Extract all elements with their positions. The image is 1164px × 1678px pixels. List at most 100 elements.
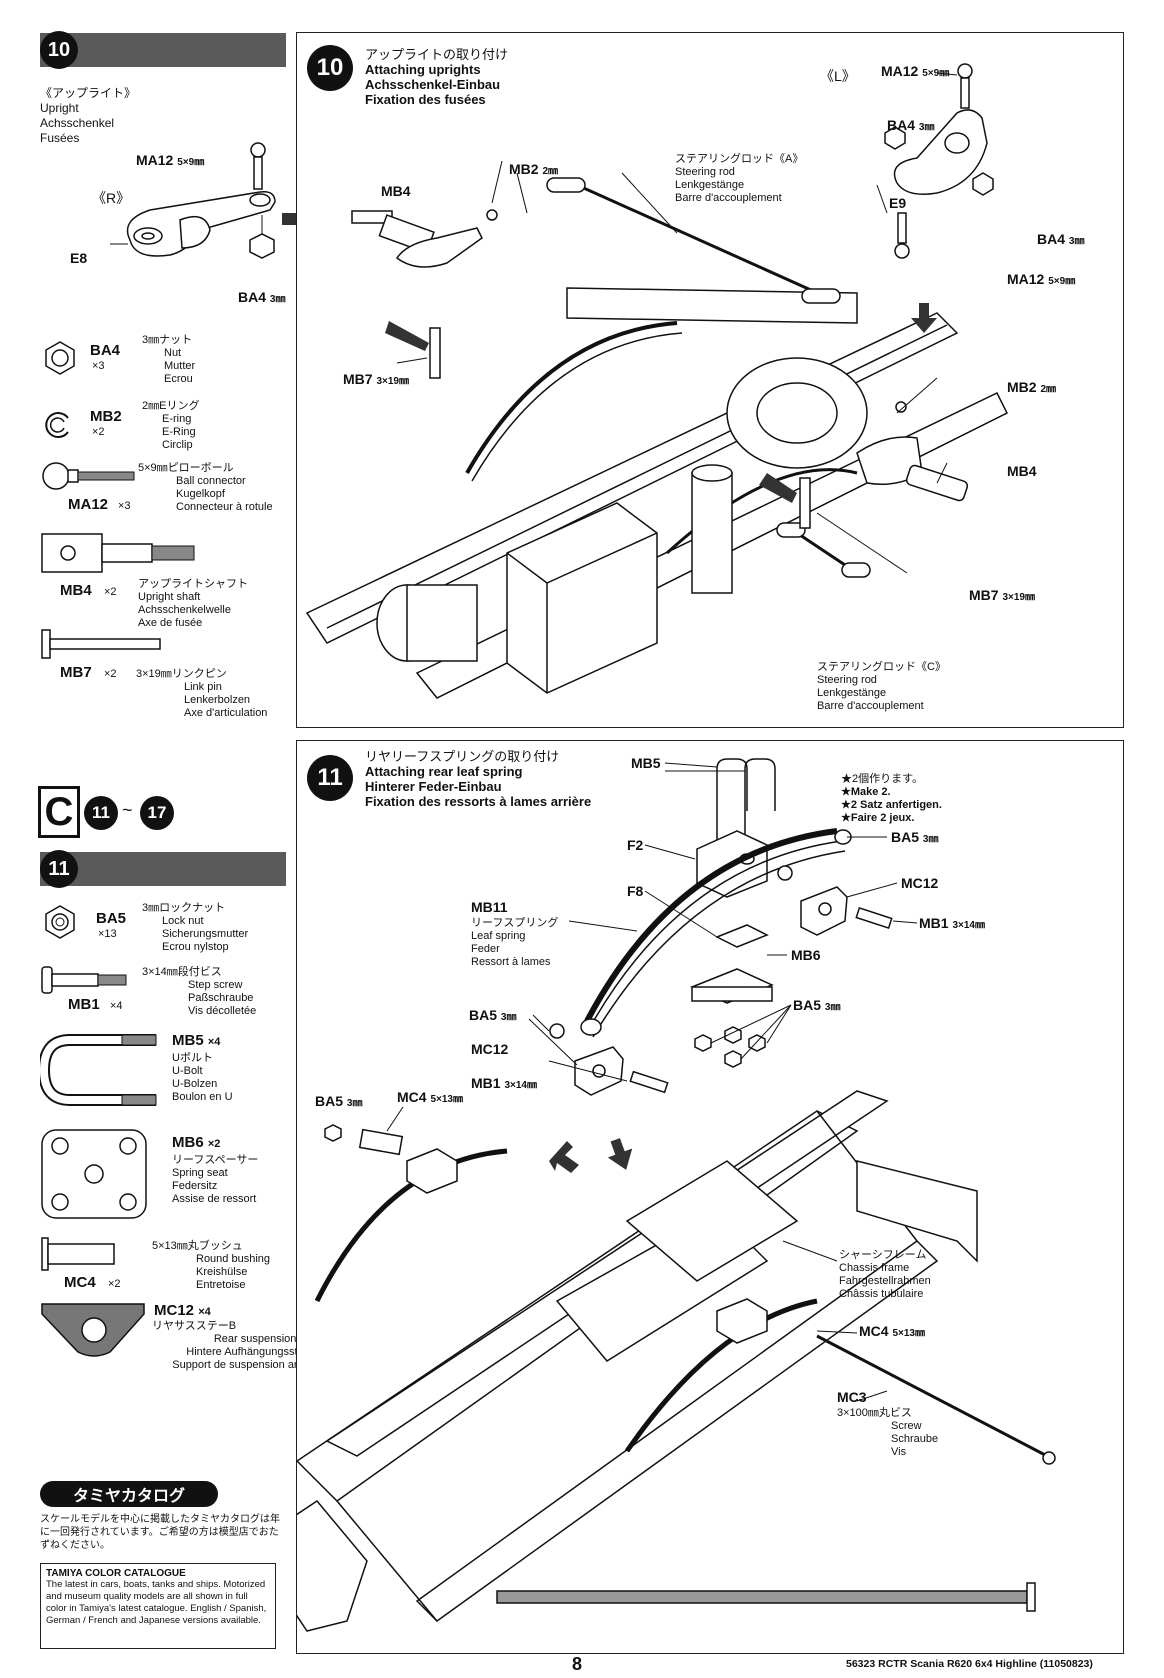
rod-c-en: Steering rod	[817, 674, 877, 686]
part-jp: アップライトシャフト	[138, 578, 248, 590]
part-code-qty: MB6 ×2	[172, 1134, 221, 1151]
part-qty: ×3	[92, 360, 105, 372]
part-qty: ×2	[104, 586, 117, 598]
part-de: Hintere Aufhängungsstrebe B	[186, 1346, 330, 1358]
part-mc4: 5×13㎜丸ブッシュ Round bushing Kreishülse Entr…	[40, 1236, 290, 1296]
label-ba5-c: BA5 3㎜	[793, 997, 841, 1013]
chassis-de: Fahrgestellrahmen	[839, 1275, 931, 1287]
bag-to-badge: 17	[140, 796, 174, 830]
label-mb5: MB5	[631, 755, 661, 771]
part-en: Nut	[164, 347, 182, 359]
mc3-de: Schraube	[891, 1433, 939, 1445]
label-l: 《L》	[820, 68, 856, 84]
part-jp: Uボルト	[172, 1052, 213, 1064]
catalog-box: TAMIYA COLOR CATALOGUE The latest in car…	[40, 1563, 276, 1649]
part-en: Ball connector	[176, 475, 246, 487]
leaf-spring-caption: リーフスプリング Leaf spring Feder Ressort à lam…	[471, 917, 558, 969]
mc3-jp: 3×100㎜丸ビス	[837, 1407, 912, 1419]
upright-r-drawing	[110, 142, 276, 259]
rod-c-jp: ステアリングロッド《C》	[817, 661, 946, 673]
step11-title-fr: Fixation des ressorts à lames arrière	[365, 794, 592, 809]
rod-c-fr: Barre d'accouplement	[817, 700, 924, 712]
part-de: Kreishülse	[196, 1266, 248, 1278]
part-de: Mutter	[164, 360, 196, 372]
label-steering-rod-a: ステアリングロッド《A》 Steering rod Lenkgestänge B…	[675, 153, 803, 205]
part-de: Kugelkopf	[176, 488, 225, 500]
part-qty: ×2	[92, 426, 105, 438]
part-qty: ×13	[98, 928, 117, 940]
label-ba4-a: BA4 3㎜	[887, 117, 935, 133]
part-code: MB4	[60, 582, 92, 599]
part-jp: 3×14㎜段付ビス	[142, 966, 222, 978]
step11-header-bar	[40, 852, 286, 886]
rod-a-fr: Barre d'accouplement	[675, 192, 782, 204]
part-en: E-ring	[162, 413, 192, 425]
mc3-en: Screw	[891, 1420, 922, 1432]
part-fr: Axe de fusée	[138, 617, 203, 629]
part-fr: Support de suspension arrière B	[172, 1359, 330, 1371]
chassis-en: Chassis frame	[839, 1262, 910, 1274]
label-mb11: MB11	[471, 899, 508, 915]
part-jp: 3㎜ロックナット	[142, 902, 226, 914]
part-en: Round bushing	[196, 1253, 271, 1265]
make-note-en: ★Make 2.	[841, 786, 891, 798]
part-jp: 3×19㎜リンクピン	[136, 668, 227, 680]
label-mb4-a: MB4	[381, 183, 411, 199]
label-ba5-a: BA5 3㎜	[891, 829, 939, 845]
part-en: Spring seat	[172, 1167, 228, 1179]
part-mc12: MC12 ×4 リヤサスステーB Rear suspension stay B …	[40, 1302, 330, 1382]
make-note-de: ★2 Satz anfertigen.	[841, 799, 942, 811]
part-en: Upright shaft	[138, 591, 201, 603]
u-bolt-icon	[40, 1034, 157, 1106]
step10-title-de: Achsschenkel-Einbau	[365, 77, 501, 92]
label-mc12-b: MC12	[471, 1041, 509, 1057]
part-en: Step screw	[188, 979, 243, 991]
catalog-body: The latest in cars, boats, tanks and shi…	[46, 1579, 267, 1626]
mc3-caption: 3×100㎜丸ビス Screw Schraube Vis	[837, 1407, 938, 1459]
nut-icon	[45, 341, 75, 375]
page-number: 8	[572, 1654, 583, 1674]
label-steering-rod-c: ステアリングロッド《C》 Steering rod Lenkgestänge B…	[817, 661, 946, 713]
step11-number-badge: 11	[40, 850, 78, 888]
part-fr: Ecrou nylstop	[162, 941, 229, 953]
part-de: U-Bolzen	[172, 1078, 218, 1090]
part-code: BA5	[96, 910, 127, 927]
label-mc4-b: MC4 5×13㎜	[859, 1323, 925, 1339]
rod-a-jp: ステアリングロッド《A》	[675, 153, 804, 165]
label-ba4-b: BA4 3㎜	[1037, 231, 1085, 247]
part-code: BA4	[90, 342, 121, 359]
label-mb1-a: MB1 3×14㎜	[919, 915, 985, 931]
bag-letter-badge: C	[38, 786, 80, 838]
label-mb2-a: MB2 2㎜	[509, 161, 559, 177]
product-code: 56323 RCTR Scania R620 6x4 Highline (110…	[846, 1658, 1093, 1670]
label-mb1-b: MB1 3×14㎜	[471, 1075, 537, 1091]
chassis-frame-caption: シャーシフレーム Chassis frame Fahrgestellrahmen…	[839, 1249, 931, 1301]
step10-header-bar	[40, 33, 286, 67]
label-mc12-a: MC12	[901, 875, 939, 891]
part-mb1: 3×14㎜段付ビス Step screw Paßschraube Vis déc…	[40, 964, 290, 1020]
label-e9: E9	[889, 195, 907, 211]
step10-title-en: Attaching uprights	[365, 62, 481, 77]
part-qty: ×2	[108, 1278, 121, 1290]
part-ba4: BA4 ×3 3㎜ナット Nut Mutter Ecrou	[40, 334, 290, 392]
ball-connector-icon	[42, 462, 135, 490]
part-fr: Boulon en U	[172, 1091, 233, 1103]
rod-c-de: Lenkgestänge	[817, 687, 887, 699]
make-note-jp: ★2個作ります。	[841, 773, 924, 785]
chassis-jp: シャーシフレーム	[839, 1249, 927, 1261]
link-pin-icon	[41, 629, 161, 659]
part-code: MB2	[90, 408, 122, 425]
e-ring-icon	[45, 412, 69, 438]
part-mb7: MB7 ×2 3×19㎜リンクピン Link pin Lenkerbolzen …	[40, 628, 290, 719]
step11-panel-number: 11	[307, 755, 353, 801]
part-jp: 5×9㎜ピローボール	[138, 462, 234, 474]
suspension-stay-icon	[41, 1303, 145, 1357]
upright-caption-de: Achsschenkel	[40, 116, 115, 130]
part-de: Lenkerbolzen	[184, 694, 251, 706]
part-mb6: MB6 ×2 リーフスペーサー Spring seat Federsitz As…	[40, 1128, 290, 1219]
label-mb7-b: MB7 3×19㎜	[969, 587, 1035, 603]
mc3-fr: Vis	[891, 1446, 907, 1458]
step10-panel-number: 10	[307, 45, 353, 91]
upright-caption-en: Upright	[40, 101, 79, 115]
part-code: MC4	[64, 1274, 96, 1291]
